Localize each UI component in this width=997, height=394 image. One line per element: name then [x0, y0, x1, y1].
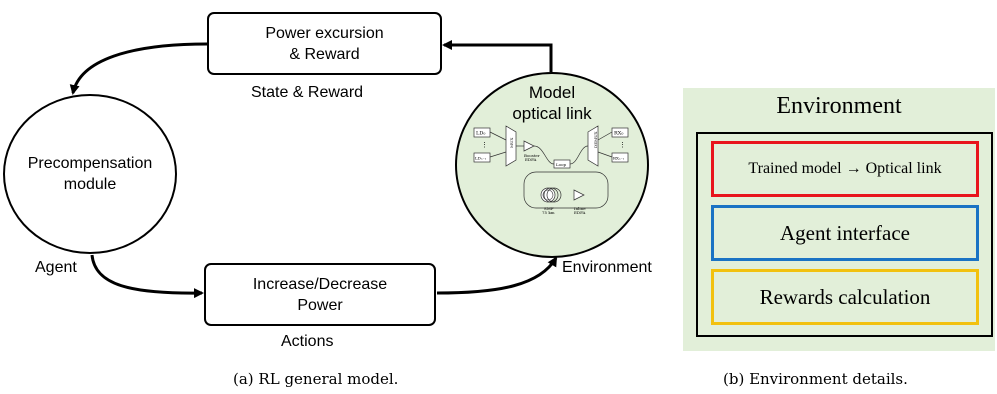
- mux-label: MUX: [509, 138, 514, 148]
- svg-text:⋮: ⋮: [619, 141, 626, 149]
- loop-label: Loop: [556, 162, 566, 167]
- rx-bottom-label: RXₙ₋₁: [613, 156, 625, 161]
- agent-circle-line-1: Precompensation: [27, 155, 153, 172]
- smf-label-1: SMF: [544, 206, 554, 211]
- state-reward-label: State & Reward: [251, 84, 364, 101]
- ld-bottom-label: LDₙ₋₁: [475, 156, 487, 161]
- optical-link-schematic: LD₀ ⋮ LDₙ₋₁ MUX Booster EDFA Loop DEMUX …: [473, 125, 629, 215]
- inline-label-1: Inline: [574, 206, 586, 211]
- agent-label: Agent: [35, 259, 77, 276]
- booster-amp-shape: [523, 140, 535, 152]
- rewards-calculation-label: Rewards calculation: [759, 284, 931, 309]
- rewards-calculation-box: Rewards calculation: [711, 269, 979, 325]
- arrow-agent-to-actions: [90, 254, 204, 299]
- inline-amp-shape: [573, 189, 585, 201]
- caption-b: (b) Environment details.: [723, 370, 908, 388]
- agent-interface-box: Agent interface: [711, 205, 979, 261]
- inline-label-2: EDFA: [574, 210, 586, 215]
- actions-box: Increase/Decrease Power: [204, 263, 436, 326]
- actions-box-line-1: Increase/Decrease: [252, 275, 388, 293]
- actions-label: Actions: [281, 333, 334, 350]
- agent-circle: Precompensation module: [3, 94, 177, 254]
- mux-shape: [505, 125, 517, 167]
- demux-label: DEMUX: [593, 131, 598, 148]
- actions-box-line-2: Power: [297, 296, 343, 314]
- rx-top-label: RX₀: [614, 131, 623, 137]
- power-box-line-1: Power excursion: [265, 24, 384, 42]
- caption-a: (a) RL general model.: [233, 370, 399, 388]
- ld-top-label: LD₀: [476, 131, 485, 137]
- demux-shape: [587, 125, 599, 167]
- model-circle-line-2: optical link: [512, 104, 592, 123]
- model-circle-line-1: Model: [528, 83, 576, 102]
- agent-circle-line-2: module: [63, 176, 117, 193]
- environment-panel: Environment Trained model → Optical link…: [683, 88, 995, 351]
- model-circle: [455, 72, 649, 258]
- arrow-state-to-agent: [69, 42, 208, 95]
- environment-title: Environment: [776, 93, 902, 119]
- power-excursion-box: Power excursion & Reward: [207, 12, 442, 75]
- trained-model-label: Trained model → Optical link: [748, 160, 942, 177]
- power-box-line-2: & Reward: [289, 45, 360, 63]
- svg-text:⋮: ⋮: [481, 141, 488, 149]
- rl-diagram-arrows: [69, 40, 558, 299]
- recirculating-loop: [523, 171, 609, 209]
- environment-label: Environment: [562, 259, 652, 276]
- trained-model-box: Trained model → Optical link: [711, 141, 979, 197]
- environment-inner-frame: Trained model → Optical link Agent inter…: [696, 132, 993, 337]
- arrow-actions-to-environment: [436, 256, 558, 295]
- agent-interface-label: Agent interface: [779, 220, 910, 245]
- booster-label-1: Booster: [524, 153, 540, 158]
- booster-label-2: EDFA: [525, 157, 537, 162]
- arrow-environment-to-state: [442, 40, 553, 72]
- smf-label-2: 75 km: [542, 210, 555, 215]
